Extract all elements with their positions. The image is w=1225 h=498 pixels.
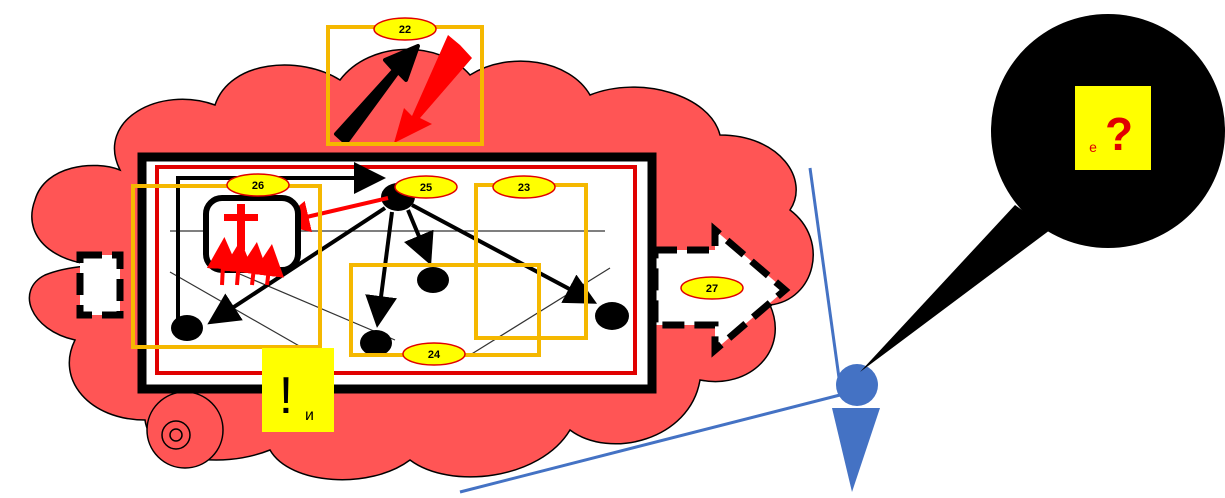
observer-head <box>836 364 878 406</box>
badge-25: 25 <box>395 176 457 198</box>
svg-text:26: 26 <box>252 180 264 192</box>
badge-24: 24 <box>403 343 465 365</box>
speech-balloon: ? e <box>860 14 1225 372</box>
svg-text:!: ! <box>279 367 293 425</box>
badge-26: 26 <box>227 174 289 196</box>
node-middle <box>417 267 449 293</box>
badge-22: 22 <box>374 18 436 40</box>
svg-text:?: ? <box>1105 108 1133 160</box>
svg-text:22: 22 <box>399 24 411 36</box>
svg-text:e: e <box>1089 139 1097 155</box>
svg-text:24: 24 <box>428 349 441 361</box>
svg-text:27: 27 <box>706 283 718 295</box>
exclamation-note: ! и <box>262 348 334 432</box>
node-left <box>171 315 203 341</box>
badge-27: 27 <box>681 277 743 299</box>
badge-23: 23 <box>493 176 555 198</box>
observer-body <box>832 408 880 492</box>
cross-box <box>206 198 298 285</box>
svg-text:25: 25 <box>420 182 432 194</box>
node-bottom <box>360 330 392 356</box>
svg-text:23: 23 <box>518 182 530 194</box>
svg-text:и: и <box>305 407 314 424</box>
input-dashed-arrow <box>80 255 120 315</box>
node-right <box>595 302 629 330</box>
